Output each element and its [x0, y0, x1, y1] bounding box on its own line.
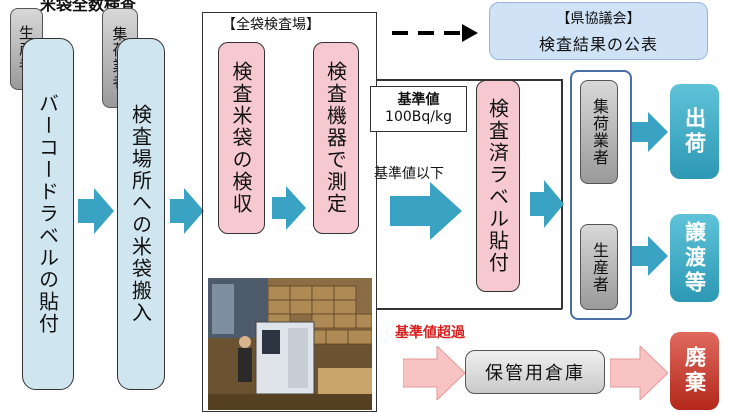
destination-group [570, 70, 632, 320]
dest-producer-tag: 生産者 [580, 224, 618, 310]
exceed-standard-label: 基準値超過 [395, 325, 465, 341]
announce-text: 検査結果の公表 [538, 35, 658, 54]
below-standard-label: 基準値以下 [374, 166, 444, 182]
standard-label: 基準値 [397, 92, 440, 108]
carry-in-step: 検査場所への米袋搬入 [117, 38, 165, 390]
arrow-right-icon [390, 182, 462, 240]
measure-box: 検査機器で測定 [313, 42, 359, 234]
announce-box [489, 2, 708, 60]
arrow-right-icon [632, 112, 668, 152]
transfer-box: 譲渡等 [670, 214, 719, 302]
arrow-right-icon [170, 188, 204, 234]
inspection-area-tail [376, 79, 562, 81]
standard-value: 100Bq/kg [385, 109, 452, 125]
storage-box: 保管用倉庫 [465, 350, 605, 394]
arrow-right-icon [530, 180, 564, 228]
check-bags-box: 検査米袋の検収 [218, 42, 265, 234]
inspection-area-title: 【全袋検査場】 [222, 17, 320, 33]
inspection-area-tail-vertical [561, 79, 563, 309]
arrow-right-icon [632, 236, 668, 276]
arrow-right-icon [272, 186, 306, 230]
inspection-area-bottom [376, 308, 562, 310]
barcode-label-step: バーコードラベルの貼付 [22, 38, 74, 390]
label-apply-box: 検査済ラベル貼付 [476, 80, 520, 292]
pink-arrow-icon [610, 346, 668, 400]
announce-title: 【県協議会】 [556, 11, 641, 27]
standard-box [370, 86, 467, 132]
arrow-right-icon [78, 188, 114, 234]
discard-box: 廃棄 [670, 332, 719, 410]
dest-collector-tag: 集荷業者 [580, 80, 618, 184]
inspection-photo [208, 278, 372, 410]
dashed-arrow-icon [392, 24, 478, 42]
pink-arrow-icon [403, 346, 465, 400]
ship-box: 出荷 [670, 84, 719, 179]
